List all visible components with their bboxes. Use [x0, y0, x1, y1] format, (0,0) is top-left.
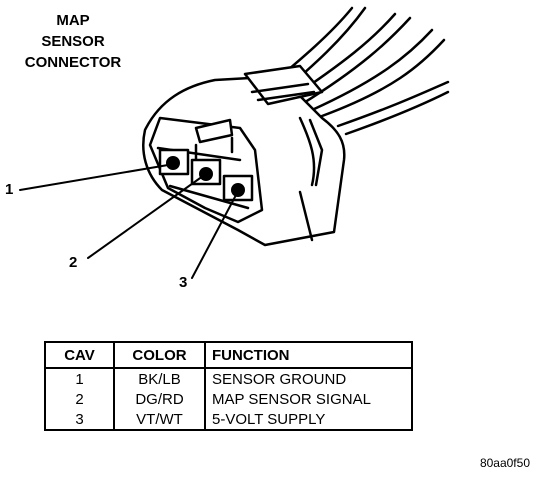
leader-lines — [19, 164, 237, 279]
connector-body — [142, 64, 346, 247]
table-row: 3 VT/WT 5-VOLT SUPPLY — [44, 409, 413, 431]
terminal-pins — [166, 156, 245, 197]
leader-line-2 — [87, 175, 204, 259]
color-cell: BK/LB — [113, 368, 206, 389]
header-cav: CAV — [44, 341, 115, 369]
cav-cell: 1 — [44, 368, 115, 389]
diagram-title: MAP SENSOR CONNECTOR — [8, 10, 138, 73]
callout-2: 2 — [69, 254, 78, 271]
header-color: COLOR — [113, 341, 206, 369]
pinout-table: CAV COLOR FUNCTION 1 BK/LB SENSOR GROUND… — [44, 341, 413, 431]
cav-cell: 3 — [44, 409, 115, 431]
table-row: 1 BK/LB SENSOR GROUND — [44, 368, 413, 389]
table-row: 2 DG/RD MAP SENSOR SIGNAL — [44, 389, 413, 409]
color-cell: DG/RD — [113, 389, 206, 409]
color-cell: VT/WT — [113, 409, 206, 431]
terminal-pin-1 — [166, 156, 180, 170]
figure-id: 80aa0f50 — [479, 456, 530, 470]
header-function: FUNCTION — [204, 341, 413, 369]
title-line-3: CONNECTOR — [24, 54, 122, 71]
terminal-pin-3 — [231, 183, 245, 197]
leader-line-3 — [191, 194, 237, 279]
title-line-2: SENSOR — [41, 33, 105, 50]
leader-line-1 — [19, 164, 169, 191]
callout-3: 3 — [179, 274, 188, 291]
cav-cell: 2 — [44, 389, 115, 409]
function-cell: SENSOR GROUND — [204, 368, 413, 389]
title-line-1: MAP — [56, 12, 90, 29]
function-cell: 5-VOLT SUPPLY — [204, 409, 413, 431]
function-cell: MAP SENSOR SIGNAL — [204, 389, 413, 409]
table-header-row: CAV COLOR FUNCTION — [44, 341, 413, 369]
terminal-pin-2 — [199, 167, 213, 181]
callout-1: 1 — [5, 181, 14, 198]
